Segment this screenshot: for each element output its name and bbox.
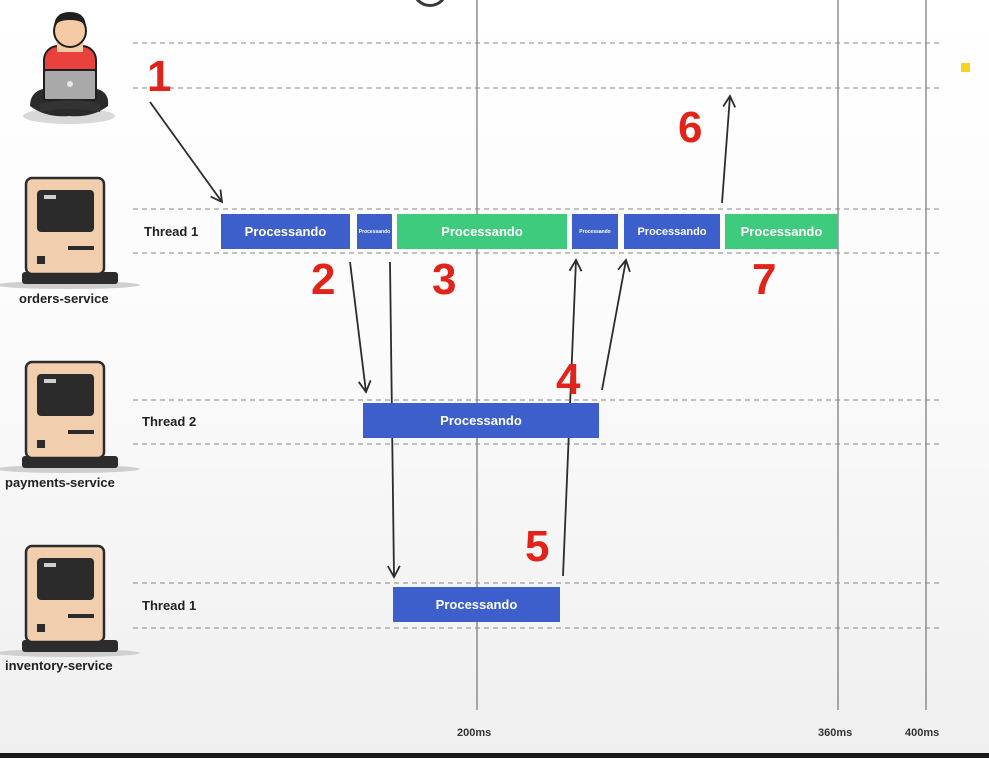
- step-number-5: 5: [525, 522, 550, 571]
- step-number-6: 6: [678, 103, 703, 152]
- user-avatar-icon: [23, 12, 115, 124]
- bottom-border: [0, 753, 989, 758]
- step-number-4: 4: [556, 355, 581, 404]
- arrow-step-6: [721, 94, 736, 204]
- processing-block: Processando: [572, 214, 618, 249]
- thread-label-orders: Thread 1: [144, 224, 199, 239]
- processing-block: Processando: [624, 214, 720, 249]
- processing-block: Processando: [397, 214, 567, 249]
- service-label-inventory: inventory-service: [5, 658, 113, 673]
- processing-block: Processando: [357, 214, 392, 249]
- arrow-step-1: [149, 101, 224, 204]
- thread-label-payments: Thread 2: [142, 414, 197, 429]
- tick-label-360ms: 360ms: [818, 727, 853, 739]
- service-label-payments: payments-service: [5, 475, 115, 490]
- processing-block: Processando: [725, 214, 838, 249]
- payments-service-computer-icon: [0, 360, 140, 473]
- arrow-step-4: [601, 258, 631, 391]
- flow-arrows: [149, 94, 736, 579]
- step-number-2: 2: [311, 255, 336, 304]
- step-number-7: 7: [752, 255, 777, 304]
- processing-block: Processando: [393, 587, 560, 622]
- step-number-1: 1: [147, 52, 172, 101]
- service-label-orders: orders-service: [19, 291, 109, 306]
- cursor-highlight-icon: [961, 63, 970, 72]
- orders-service-computer-icon: [0, 176, 140, 289]
- thread-label-inventory: Thread 1: [142, 598, 197, 613]
- step-number-3: 3: [432, 255, 457, 304]
- processing-block: Processando: [221, 214, 350, 249]
- arrow-step-2: [349, 261, 372, 394]
- inventory-service-computer-icon: [0, 544, 140, 657]
- processing-block: Processando: [363, 403, 599, 438]
- tick-label-200ms: 200ms: [457, 727, 492, 739]
- tick-label-400ms: 400ms: [905, 727, 940, 739]
